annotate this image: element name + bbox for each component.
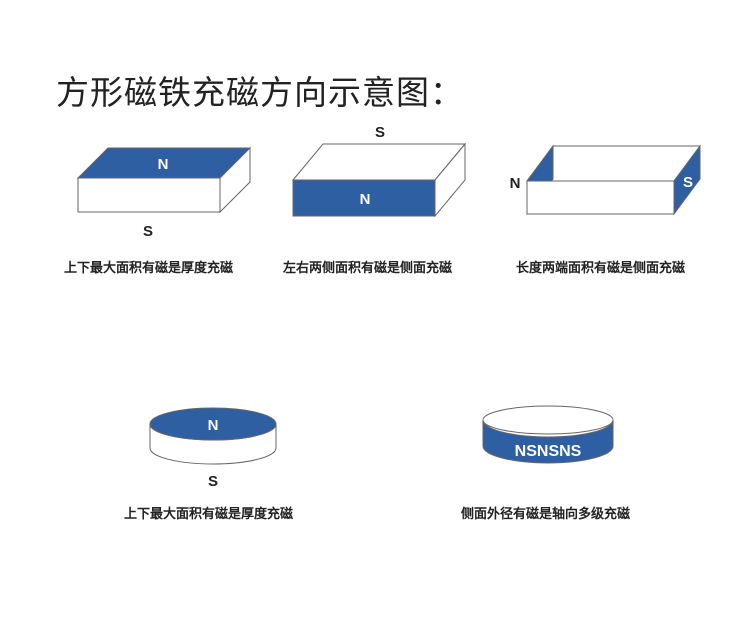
- south-pole-label: S: [208, 473, 218, 490]
- caption-block-side: 左右两侧面积有磁是侧面充磁: [283, 261, 453, 276]
- block-front-face: [77, 177, 221, 213]
- south-pole-label: S: [375, 124, 385, 141]
- diagram-title: 方形磁铁充磁方向示意图：: [56, 73, 464, 112]
- block-side-face: [219, 146, 251, 214]
- caption-disc-multipole: 侧面外径有磁是轴向多级充磁: [461, 507, 631, 522]
- block-side-face: [434, 142, 466, 218]
- disc-side-face-multipole: [482, 419, 614, 464]
- caption-block-length: 长度两端面积有磁是侧面充磁: [516, 261, 686, 276]
- block-side-magnetized: S N: [291, 124, 467, 218]
- disc-top-face-north: [149, 407, 277, 441]
- south-pole-label: S: [143, 223, 153, 240]
- south-pole-label: S: [683, 174, 693, 191]
- north-pole-label: N: [208, 417, 219, 434]
- caption-block-thickness: 上下最大面积有磁是厚度充磁: [64, 261, 234, 276]
- disc-thickness-magnetized: N S: [149, 407, 277, 490]
- north-pole-label: N: [158, 156, 169, 173]
- multipole-label: NSNSNS: [515, 443, 582, 460]
- disc-top-face: [482, 405, 614, 435]
- block-end-face-south: [673, 144, 701, 216]
- north-pole-label: N: [510, 175, 521, 192]
- caption-disc-thickness: 上下最大面积有磁是厚度充磁: [124, 507, 294, 522]
- disc-multipole-magnetized: NSNSNS: [482, 405, 614, 464]
- north-pole-label: N: [360, 191, 371, 208]
- block-thickness-magnetized: N S: [76, 146, 252, 240]
- block-front-face: [526, 180, 675, 215]
- block-length-magnetized: N S: [510, 144, 701, 216]
